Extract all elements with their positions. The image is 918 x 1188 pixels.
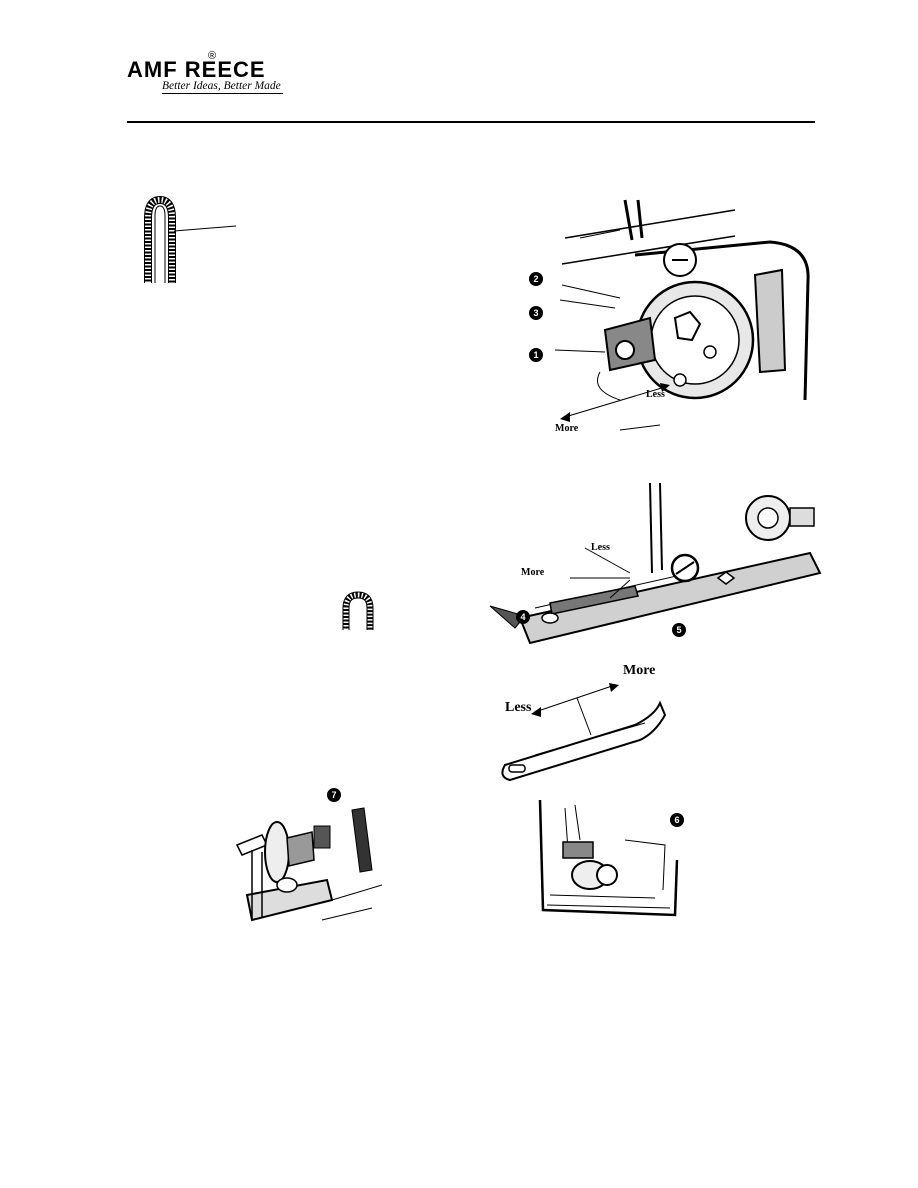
middle-adjustment-illustration <box>489 482 822 645</box>
header-rule <box>127 121 815 123</box>
callout-2: 2 <box>529 272 543 286</box>
top-adjustment-illustration <box>554 199 810 431</box>
label-more: More <box>521 567 545 578</box>
brand-logo-text: AMF REECE <box>127 57 266 82</box>
part-detail-illustration <box>501 683 667 782</box>
label-more: More <box>623 663 656 678</box>
label-more: More <box>555 423 579 434</box>
callout-6: 6 <box>670 813 684 827</box>
stitch-sample-long-illustration <box>144 195 237 283</box>
label-less: Less <box>591 542 610 553</box>
callout-1: 1 <box>529 348 543 362</box>
tension-assembly-illustration <box>235 807 383 922</box>
brand-tagline: Better Ideas, Better Made <box>162 80 283 94</box>
label-less: Less <box>505 700 532 715</box>
callout-3: 3 <box>529 306 543 320</box>
callout-7: 7 <box>327 788 341 802</box>
label-less: Less <box>646 389 665 400</box>
adjustment-screw-illustration <box>538 799 679 917</box>
callout-5: 5 <box>672 623 686 637</box>
callout-4: 4 <box>516 610 530 624</box>
stitch-sample-short-illustration <box>342 591 374 630</box>
registered-mark: ® <box>208 50 217 62</box>
